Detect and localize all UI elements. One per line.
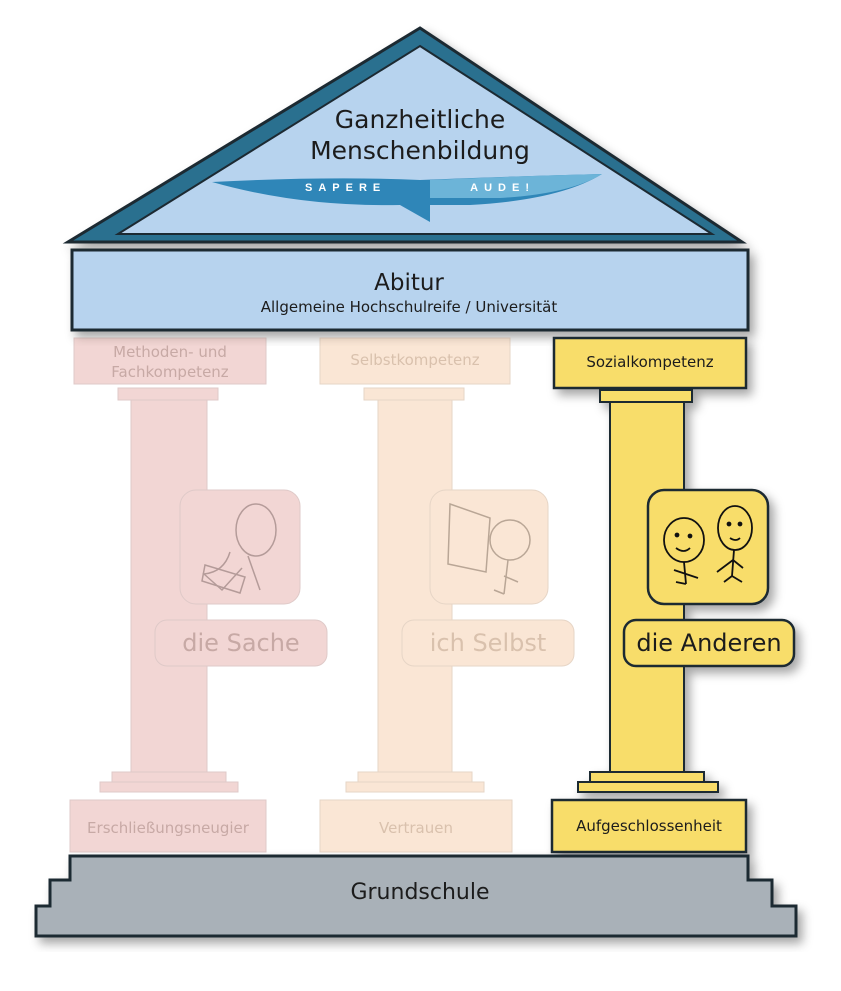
banner-text: SAPERE AUDE! xyxy=(305,178,535,198)
capital-label-sache: Methoden- und Fachkompetenz xyxy=(74,338,266,386)
entablature-box xyxy=(70,248,750,332)
word-sache: die Sache xyxy=(182,629,300,657)
foundation-steps xyxy=(34,854,798,938)
roof-title-line1: Ganzheitliche xyxy=(334,105,506,134)
abitur-title: Abitur xyxy=(374,270,444,296)
capital-line1: Selbstkompetenz xyxy=(350,351,480,369)
word-selbst: ich Selbst xyxy=(429,629,547,657)
person-mirror-icon xyxy=(447,502,531,595)
capital-label-anderen: Sozialkompetenz xyxy=(554,338,746,386)
pillar-selbst xyxy=(319,337,575,853)
capital-label-selbst: Selbstkompetenz xyxy=(320,336,510,384)
capital-line1: Methoden- und xyxy=(113,343,227,361)
entablature-label: Abitur Allgemeine Hochschulreife / Unive… xyxy=(70,258,748,328)
pillar-anderen xyxy=(550,336,796,854)
banner-left-text: SAPERE xyxy=(305,182,387,194)
base-label-anderen: Aufgeschlossenheit xyxy=(576,817,722,835)
banner-right-text: AUDE! xyxy=(470,182,535,194)
capital-line1: Sozialkompetenz xyxy=(586,353,714,371)
sapere-aude-banner xyxy=(212,174,602,222)
roof-title-line2: Menschenbildung xyxy=(310,136,530,165)
two-people-icon xyxy=(663,505,753,585)
person-reading-icon xyxy=(201,503,277,594)
pillar-sache xyxy=(69,337,328,853)
base-label-sache: Erschließungsneugier xyxy=(87,819,249,837)
capital-line2: Fachkompetenz xyxy=(111,363,229,381)
word-anderen: die Anderen xyxy=(636,629,782,657)
base-label-selbst: Vertrauen xyxy=(379,819,453,837)
foundation-label: Grundschule xyxy=(350,879,490,905)
roof-title: Ganzheitliche Menschenbildung xyxy=(230,104,610,166)
abitur-subtitle: Allgemeine Hochschulreife / Universität xyxy=(260,298,558,316)
